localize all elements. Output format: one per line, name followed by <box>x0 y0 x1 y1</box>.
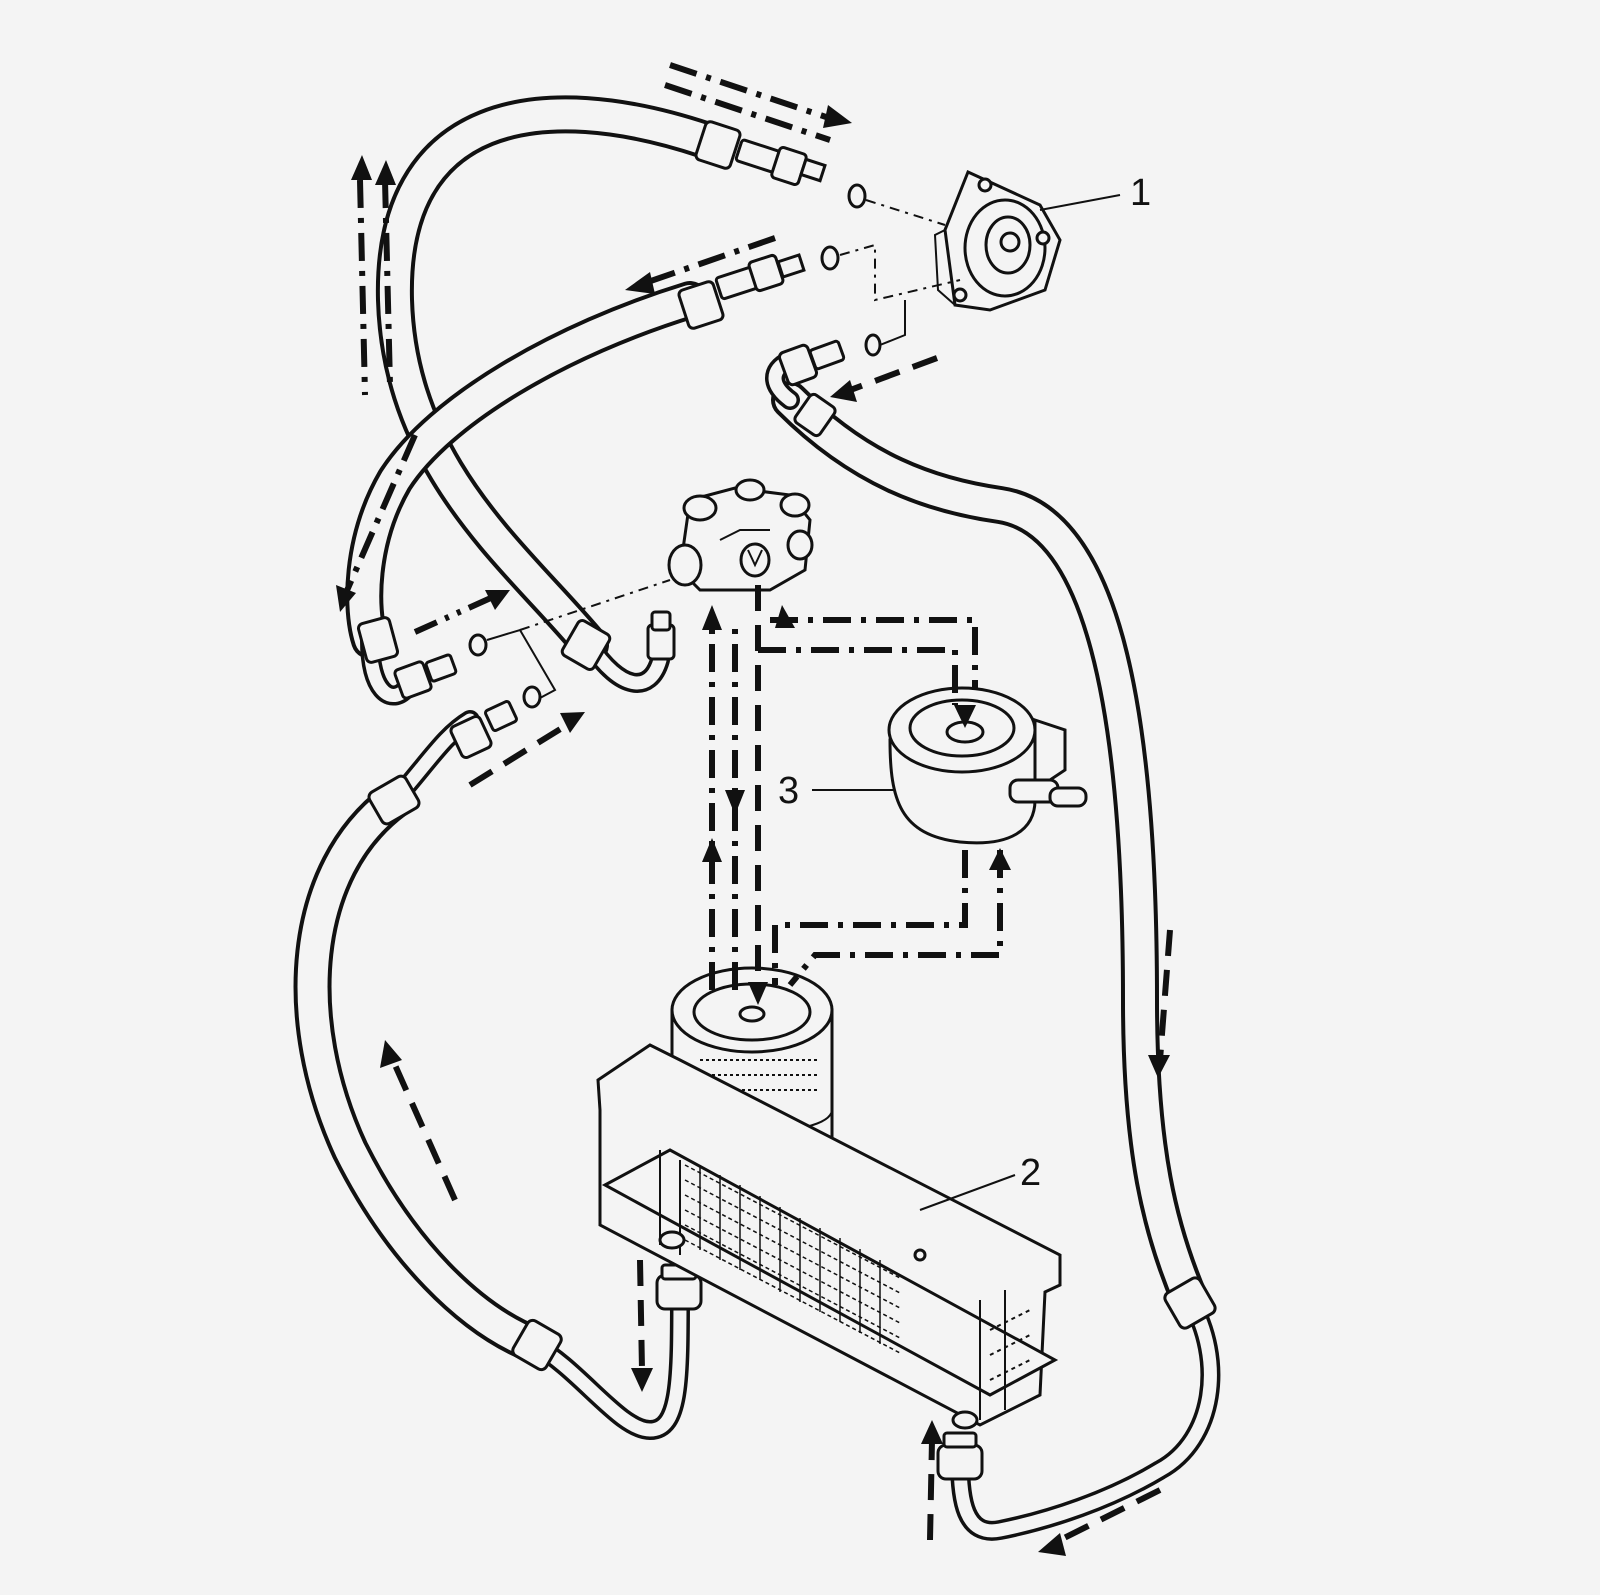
pipe-left-bottom <box>525 1280 690 1440</box>
hose-left-long <box>293 781 554 1364</box>
callout-1: 1 <box>1039 172 1151 214</box>
arrow-to-block <box>775 605 795 628</box>
arrow-from-head <box>989 848 1011 870</box>
callout-1-label: 1 <box>1130 172 1151 214</box>
engine-adaptor-plate <box>933 169 1062 312</box>
arrow-left-up-a <box>351 155 372 180</box>
callout-2: 2 <box>919 1152 1041 1211</box>
hose-upper-long <box>375 95 724 664</box>
fitting-centre-mid <box>560 610 676 671</box>
pipe-right-bottom <box>950 1290 1221 1541</box>
flow-lines <box>342 62 1173 1543</box>
oil-cooler-radiator <box>596 1043 1062 1430</box>
fitting-centre-lower <box>367 685 542 826</box>
arrow-right-hose-down <box>1148 1055 1170 1078</box>
arrow-top-right <box>823 105 852 128</box>
arrow-left-diag <box>336 585 356 612</box>
hose-upper-cross <box>345 281 709 659</box>
arrow-left-up-b <box>375 160 396 185</box>
callout-3: 3 <box>778 770 895 812</box>
arrow-into-head <box>954 705 976 728</box>
fitting-right-hose-end <box>777 333 882 438</box>
thermostat-block <box>667 478 814 592</box>
arrow-into-filter <box>748 982 768 1005</box>
flow-arrows <box>336 105 1170 1556</box>
fitting-upper-right <box>694 120 867 209</box>
hose-right-long <box>771 381 1209 1319</box>
arrow-column-up-a <box>702 605 722 630</box>
arrow-right-inlet <box>830 380 857 402</box>
fitting-centre-left <box>356 616 488 700</box>
cooler-core-fins <box>684 1164 901 1354</box>
arrow-centre-left <box>485 590 510 610</box>
arrow-upper-left <box>625 272 655 294</box>
arrow-left-bottom-down <box>631 1368 653 1392</box>
fitting-upper-left <box>677 245 840 330</box>
arrow-column-down <box>725 790 745 815</box>
arrow-column-up-b <box>702 838 722 862</box>
arrow-right-bottom-up <box>921 1420 943 1444</box>
arrow-left-hose-up <box>380 1040 402 1068</box>
callout-2-label: 2 <box>1020 1152 1041 1194</box>
filter-head-adaptor <box>887 686 1088 845</box>
callout-3-label: 3 <box>778 770 799 812</box>
arrow-lower-left-inlet <box>560 712 585 733</box>
fitting-right-bottom <box>936 1276 1217 1481</box>
exploded-view-lines <box>486 199 961 699</box>
arrow-bottom-right-pipe <box>1038 1533 1066 1556</box>
